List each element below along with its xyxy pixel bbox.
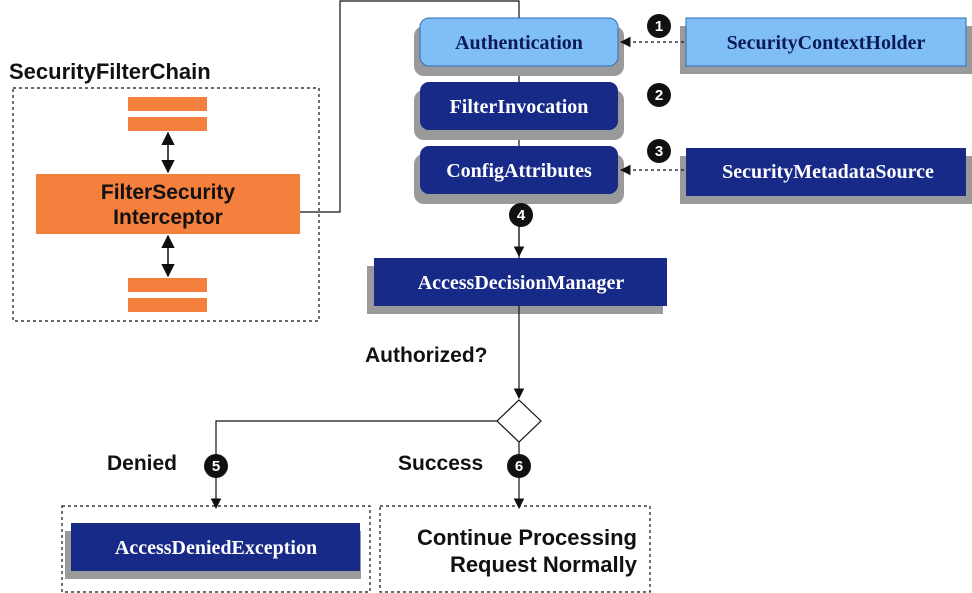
- config-attributes-label: ConfigAttributes: [446, 160, 592, 182]
- step-badge-4: 4: [509, 203, 533, 227]
- security-context-holder-node[interactable]: SecurityContextHolder: [680, 17, 972, 74]
- filter-bar: [128, 97, 207, 111]
- continue-processing-line1: Continue Processing: [417, 525, 637, 550]
- security-filter-chain: SecurityFilterChain FilterSecurity Inter…: [9, 59, 320, 322]
- svg-text:5: 5: [212, 458, 220, 475]
- authentication-label: Authentication: [455, 32, 583, 54]
- step-badge-5: 5: [204, 454, 228, 478]
- interceptor-label-line1: FilterSecurity: [101, 181, 236, 204]
- config-attributes-node[interactable]: ConfigAttributes: [414, 146, 624, 204]
- denied-branch-arrow: [210, 420, 497, 510]
- filter-security-interceptor-box[interactable]: [36, 174, 300, 234]
- security-metadata-source-node[interactable]: SecurityMetadataSource: [680, 148, 972, 204]
- filter-chain-border: [12, 87, 320, 322]
- svg-text:1: 1: [655, 18, 663, 35]
- filter-bar: [128, 117, 207, 131]
- access-denied-exception-label: AccessDeniedException: [115, 537, 317, 559]
- authorized-question-label: Authorized?: [365, 344, 487, 367]
- access-decision-manager-node[interactable]: AccessDecisionManager: [367, 258, 667, 314]
- interceptor-label-line2: Interceptor: [113, 206, 223, 229]
- decision-diamond: [496, 399, 542, 443]
- success-outcome-border: [379, 505, 651, 593]
- filter-invocation-label: FilterInvocation: [450, 96, 589, 118]
- svg-text:6: 6: [515, 458, 523, 475]
- svg-text:4: 4: [517, 207, 526, 224]
- security-metadata-source-label: SecurityMetadataSource: [722, 161, 934, 183]
- filter-invocation-node[interactable]: FilterInvocation: [414, 82, 624, 140]
- access-denied-exception-node[interactable]: AccessDeniedException: [65, 523, 361, 579]
- denied-outcome-border: [61, 505, 371, 593]
- filter-chain-title: SecurityFilterChain: [9, 59, 211, 84]
- step-badge-3: 3: [647, 139, 671, 163]
- filter-bar: [128, 298, 207, 312]
- svg-text:2: 2: [655, 87, 663, 104]
- step-badge-6: 6: [507, 454, 531, 478]
- denied-label: Denied: [107, 452, 177, 475]
- success-label: Success: [398, 452, 483, 475]
- filter-bar: [128, 278, 207, 292]
- authentication-node[interactable]: Authentication: [414, 17, 624, 76]
- security-context-holder-label: SecurityContextHolder: [727, 32, 926, 54]
- svg-text:3: 3: [655, 143, 663, 160]
- access-decision-manager-label: AccessDecisionManager: [418, 272, 625, 294]
- step-badge-1: 1: [647, 14, 671, 38]
- step-badge-2: 2: [647, 83, 671, 107]
- continue-processing-line2: Request Normally: [450, 552, 638, 577]
